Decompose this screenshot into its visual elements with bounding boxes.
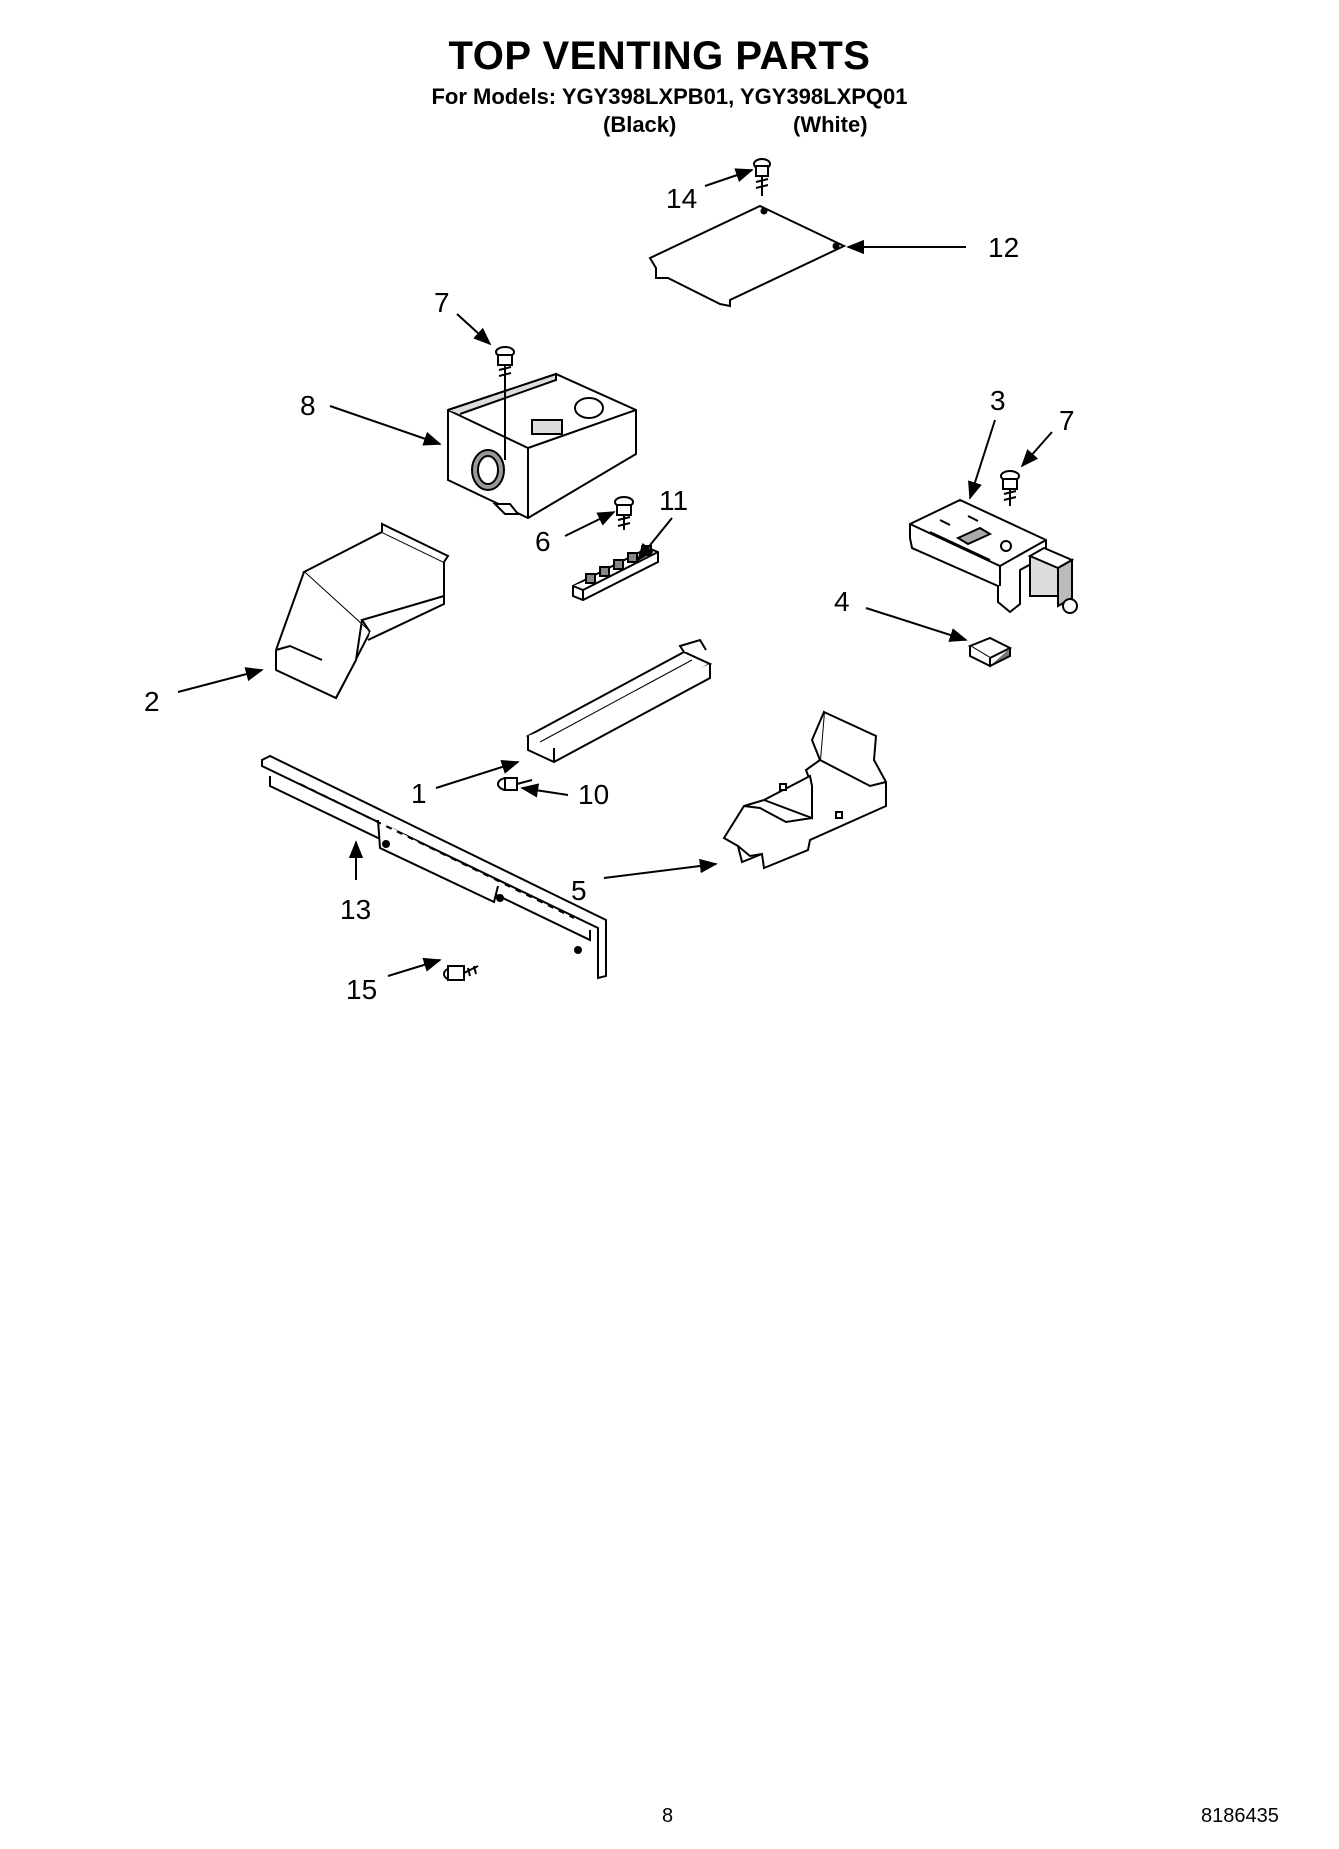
leader-3 xyxy=(968,419,996,500)
callout-labels: 1 2 3 4 5 6 7 7 8 10 11 12 13 14 15 xyxy=(144,183,1075,1005)
part-15-screw xyxy=(443,965,479,981)
leader-10 xyxy=(520,783,569,798)
leader-14 xyxy=(704,168,754,187)
leader-1 xyxy=(435,760,520,789)
leader-11 xyxy=(636,517,673,562)
part-10-screw xyxy=(497,777,533,791)
leader-15 xyxy=(387,957,442,977)
leader-4 xyxy=(865,607,968,642)
callout-2: 2 xyxy=(144,686,160,717)
callout-4: 4 xyxy=(834,586,850,617)
page-title: TOP VENTING PARTS xyxy=(448,34,871,78)
leader-6 xyxy=(564,511,616,537)
callout-12: 12 xyxy=(988,232,1019,263)
part-2-duct xyxy=(275,522,450,700)
leader-2 xyxy=(177,667,264,693)
page-number: 8 xyxy=(662,1805,674,1827)
part-5-deflector xyxy=(722,710,887,870)
part-6-screw xyxy=(614,496,634,530)
callout-7-right: 7 xyxy=(1059,405,1075,436)
callout-1: 1 xyxy=(411,778,427,809)
callout-14: 14 xyxy=(666,183,697,214)
callout-13: 13 xyxy=(340,894,371,925)
part-7-screw-left xyxy=(495,346,515,380)
callout-5: 5 xyxy=(571,875,587,906)
leader-7-right xyxy=(1020,431,1053,468)
model-list: For Models: YGY398LXPB01, YGY398LXPQ01 xyxy=(431,84,908,109)
part-3-latch-assembly xyxy=(909,498,1078,614)
part-14-screw xyxy=(753,158,771,196)
part-11-terminal-block xyxy=(572,545,659,602)
part-7-screw-right xyxy=(1000,470,1020,506)
leader-8 xyxy=(329,405,442,446)
part-1-slide-rail xyxy=(525,638,713,764)
part-8-vent-box xyxy=(447,372,637,520)
callout-3: 3 xyxy=(990,385,1006,416)
leader-7-left xyxy=(456,313,492,346)
callout-11: 11 xyxy=(659,485,688,516)
callout-10: 10 xyxy=(578,779,609,810)
leader-lines xyxy=(177,168,1053,977)
callout-15: 15 xyxy=(346,974,377,1005)
leader-5 xyxy=(603,858,718,879)
document-number: 8186435 xyxy=(1201,1805,1279,1827)
color-label-white: (White) xyxy=(793,112,868,137)
part-12-cover-plate xyxy=(648,204,847,308)
color-label-black: (Black) xyxy=(603,112,677,137)
part-13-bracket xyxy=(261,754,607,980)
callout-7-left: 7 xyxy=(434,287,450,318)
callout-6: 6 xyxy=(535,526,551,557)
callout-8: 8 xyxy=(300,390,316,421)
part-4-block xyxy=(967,636,1013,668)
